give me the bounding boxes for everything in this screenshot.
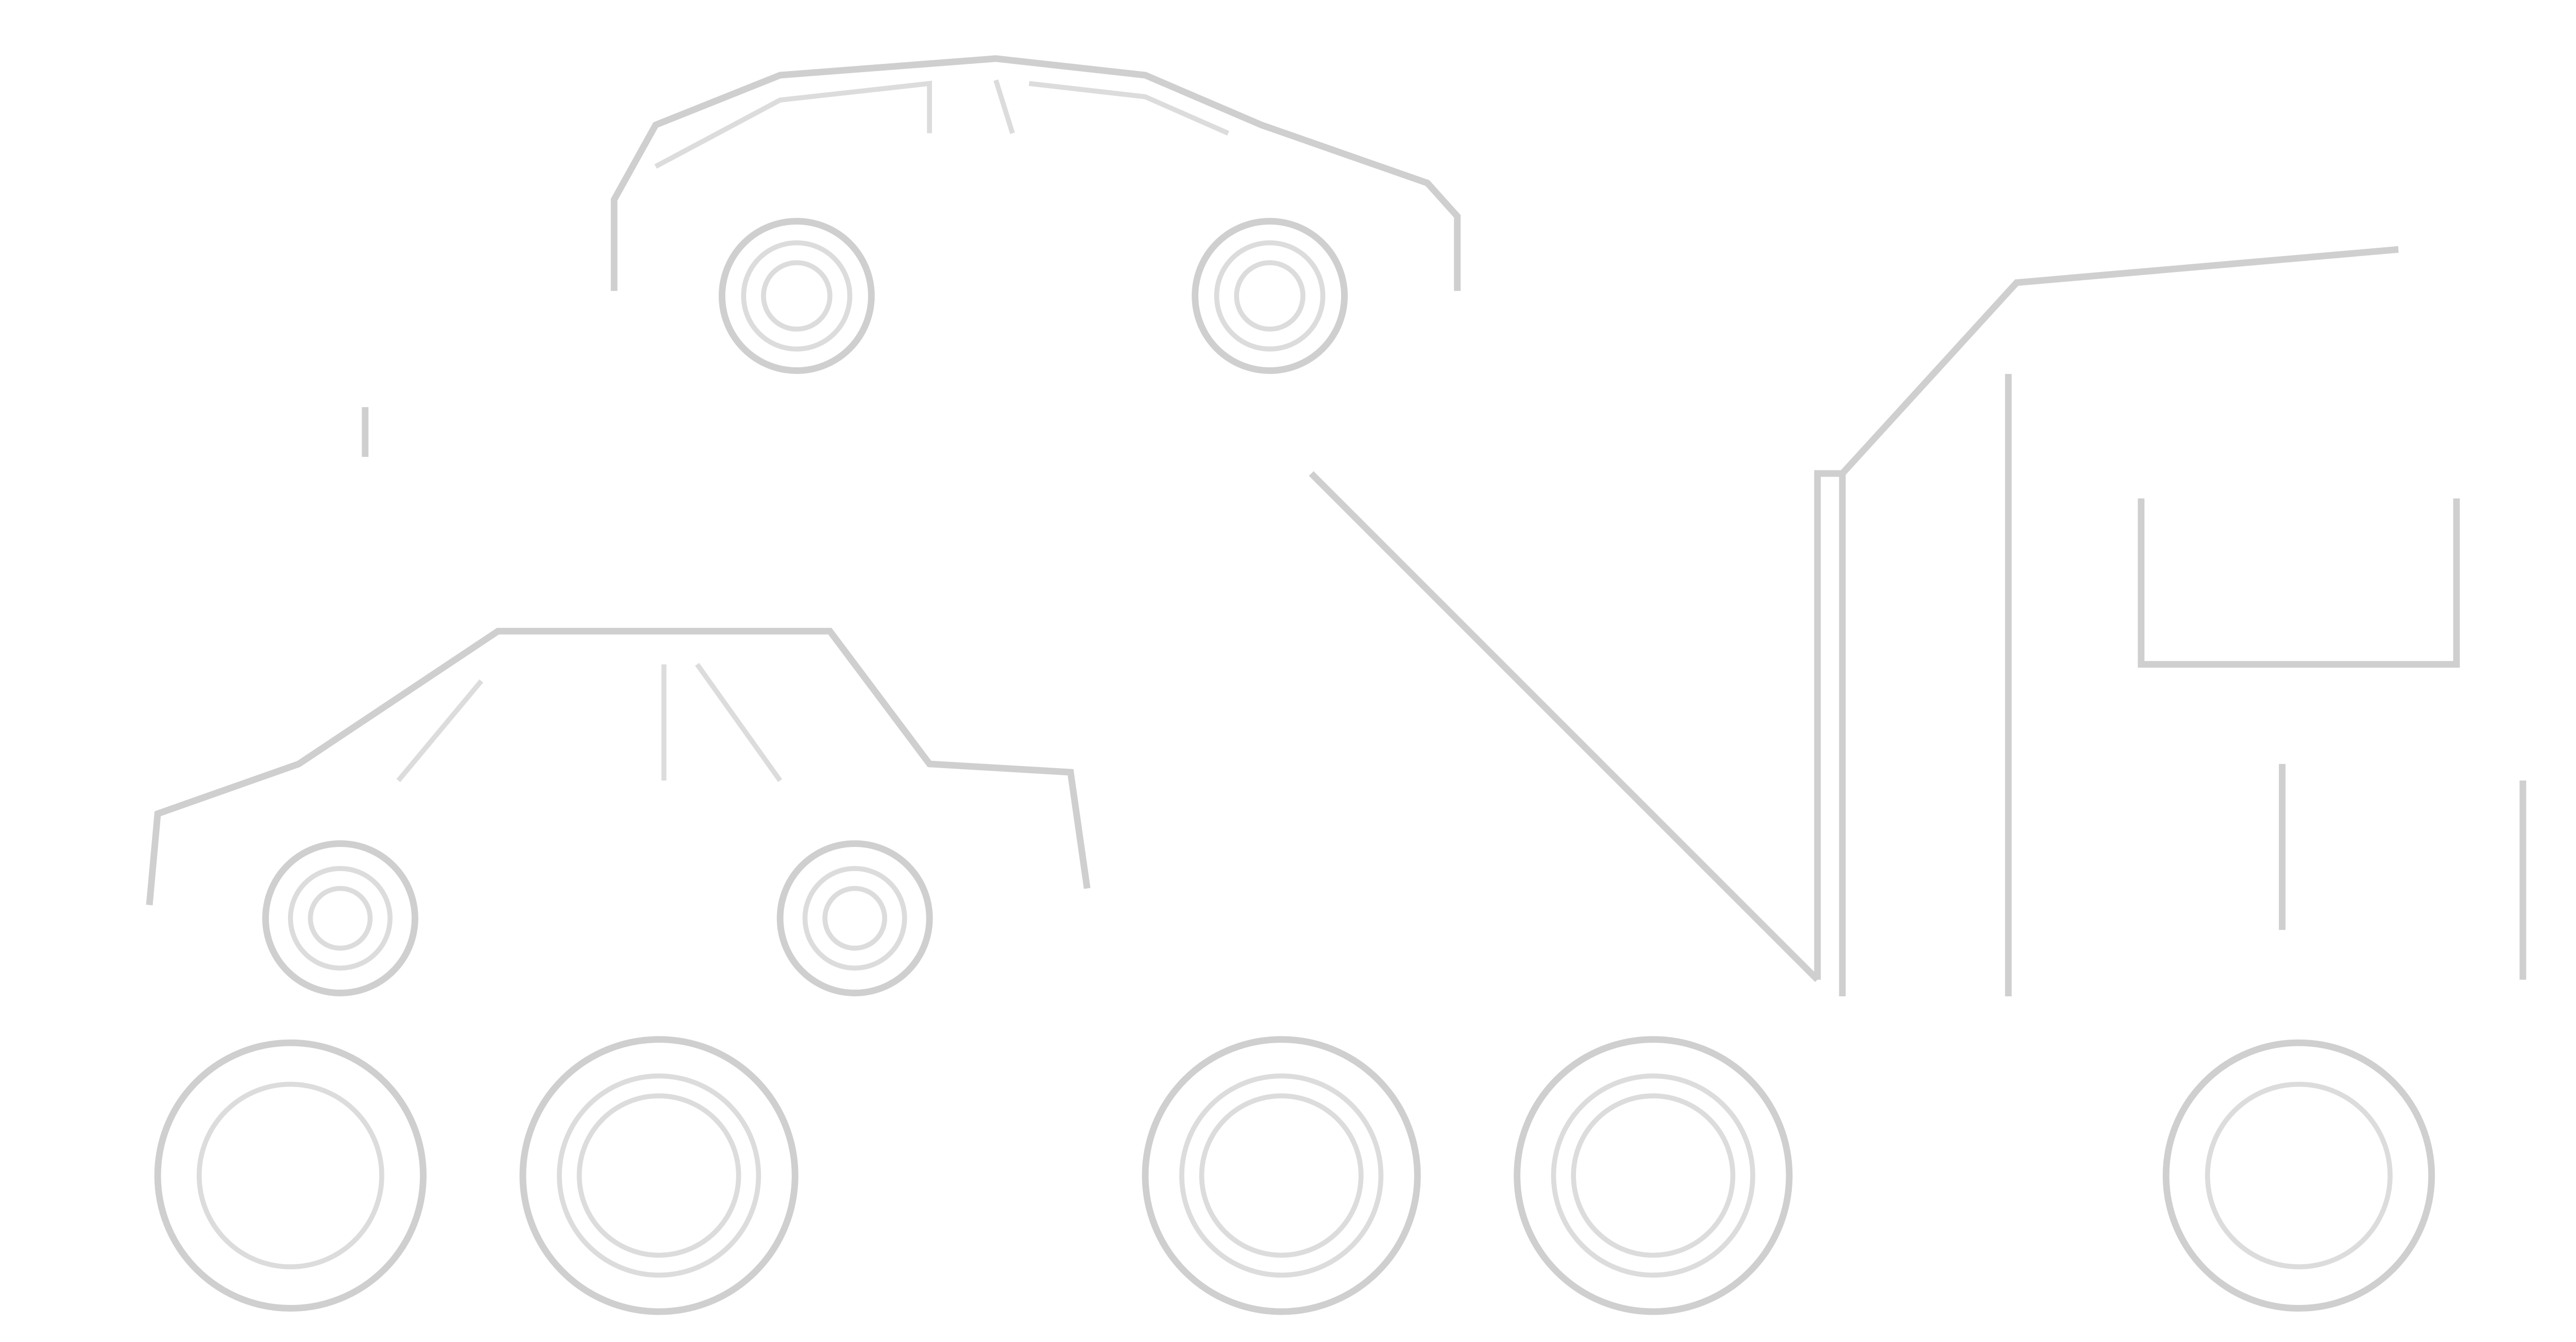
wheel-2: [519, 1036, 799, 1315]
top-car-rear-wheel: [718, 217, 875, 374]
lower-car-front-wheel: [776, 840, 933, 996]
upper-deck: [362, 246, 2399, 996]
wheel-4: [1514, 1036, 1793, 1315]
truck-wheels: [154, 1036, 2435, 1315]
wheel-5: [2162, 1039, 2435, 1312]
top-car: [611, 55, 1461, 374]
lower-car: [146, 627, 1091, 996]
wheel-1: [154, 1039, 427, 1312]
top-car-front-wheel: [1192, 217, 1348, 374]
lower-car-rear-wheel: [262, 840, 418, 996]
truck-cab: [2005, 373, 2527, 996]
wheel-3: [1142, 1036, 1421, 1315]
